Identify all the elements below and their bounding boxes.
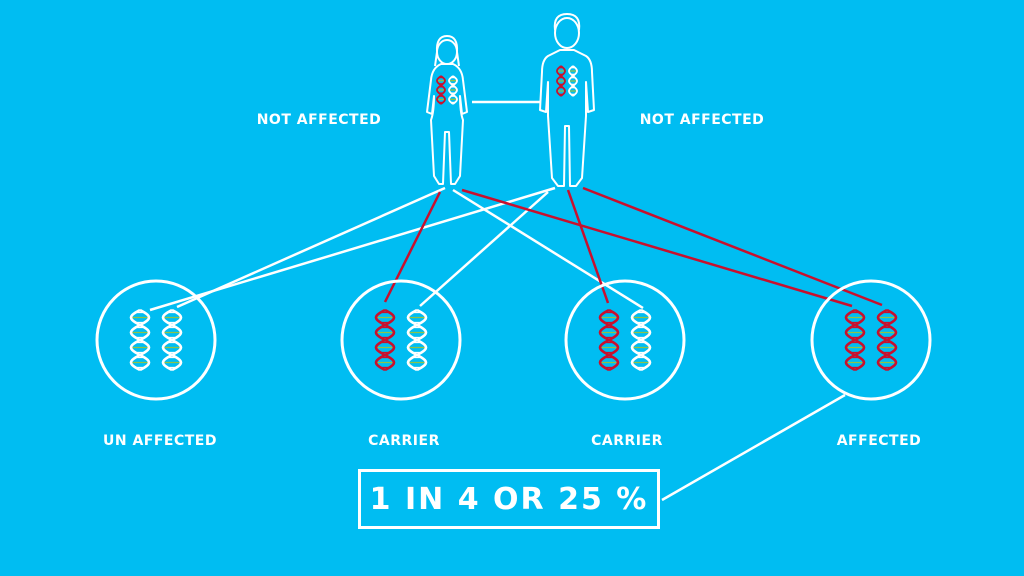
father-figure bbox=[539, 13, 595, 187]
result-connector bbox=[661, 393, 846, 502]
inheritance-lines bbox=[149, 186, 883, 312]
child-label-2: CARRIER bbox=[368, 433, 440, 449]
mother-hair bbox=[434, 35, 460, 67]
father-body bbox=[539, 49, 595, 187]
child-2-dna-strand-2 bbox=[406, 308, 428, 372]
child-circle-2 bbox=[340, 279, 462, 401]
parent-2-dna-strand-2 bbox=[568, 65, 578, 97]
father-hair bbox=[553, 13, 581, 31]
child-circle-4 bbox=[810, 279, 932, 401]
line-father-affected-to-child-4 bbox=[582, 186, 883, 307]
line-mother-affected-to-child-4 bbox=[461, 188, 853, 308]
line-father-normal-to-child-1 bbox=[149, 186, 556, 312]
father-head bbox=[554, 17, 580, 49]
child-3-dna-strand-1 bbox=[598, 308, 620, 372]
parent-label-mother: NOT AFFECTED bbox=[256, 112, 382, 128]
child-4-dna-strand-2 bbox=[876, 308, 898, 372]
child-1-dna-strand-2 bbox=[161, 308, 183, 372]
child-label-1: UN AFFECTED bbox=[103, 433, 217, 449]
dna-layer bbox=[129, 65, 898, 372]
result-box: 1 IN 4 OR 25 % bbox=[358, 469, 660, 529]
mother-body bbox=[426, 63, 468, 185]
parent-2-dna-strand-1 bbox=[556, 65, 566, 97]
parent-1-dna-strand-1 bbox=[436, 75, 446, 105]
line-father-affected-to-child-3 bbox=[566, 189, 610, 304]
child-label-4: AFFECTED bbox=[836, 433, 922, 449]
child-label-3: CARRIER bbox=[591, 433, 663, 449]
parent-1-dna-strand-2 bbox=[448, 75, 458, 105]
child-3-dna-strand-2 bbox=[630, 308, 652, 372]
child-2-dna-strand-1 bbox=[374, 308, 396, 372]
line-mother-normal-to-child-3 bbox=[452, 188, 644, 310]
mother-figure bbox=[426, 35, 468, 185]
parent-label-father: NOT AFFECTED bbox=[639, 112, 765, 128]
mother-head bbox=[436, 39, 458, 65]
child-circle-3 bbox=[564, 279, 686, 401]
child-circle-1 bbox=[95, 279, 217, 401]
line-father-normal-to-child-2 bbox=[419, 191, 549, 307]
child-1-dna-strand-1 bbox=[129, 308, 151, 372]
result-text: 1 IN 4 OR 25 % bbox=[369, 481, 649, 517]
child-4-dna-strand-1 bbox=[844, 308, 866, 372]
offspring-circles bbox=[95, 279, 932, 401]
line-mother-affected-to-child-2 bbox=[383, 191, 442, 303]
